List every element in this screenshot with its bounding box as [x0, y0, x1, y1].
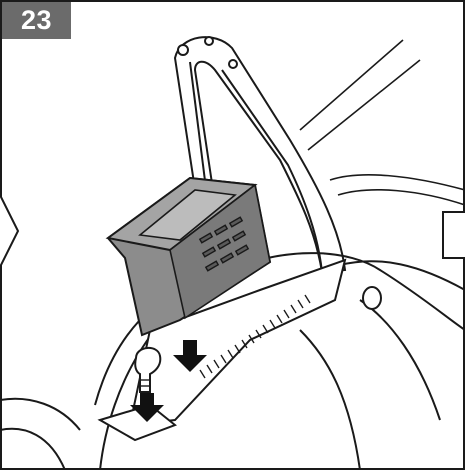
- key-slot: [97, 403, 177, 442]
- step-number-badge: 23: [2, 2, 71, 39]
- battery-pack-icon: [105, 176, 272, 337]
- battery-down-arrow-icon: [173, 340, 207, 372]
- previous-step-chevron-icon: [0, 194, 20, 268]
- mower-housing: [0, 252, 465, 470]
- compartment-vents: [199, 294, 311, 379]
- mower-handle-lines: [299, 39, 465, 206]
- open-battery-lid: [173, 36, 347, 274]
- next-callout-box: [442, 211, 465, 259]
- key-down-arrow-icon: [130, 393, 164, 422]
- key-icon: [134, 347, 162, 393]
